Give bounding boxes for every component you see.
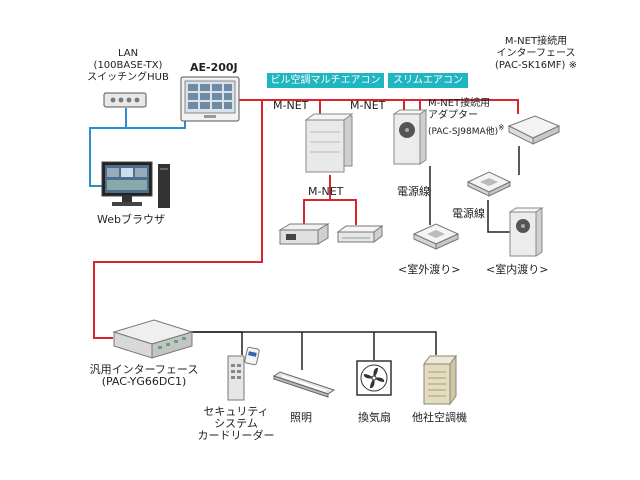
slim-outdoor-unit-icon-2 (508, 206, 544, 262)
mnet-adapter-note-mark: ※ (498, 123, 505, 132)
security-label: セキュリティ システム カードリーダー (196, 406, 276, 442)
slim-outdoor-unit-icon (392, 108, 428, 170)
general-interface-line-2: (PAC-YG66DC1) (101, 375, 187, 388)
security-line-1: セキュリティ (203, 405, 269, 418)
equipment-bus (190, 331, 437, 370)
ceiling-unit-icon (336, 224, 384, 250)
lan-label-line-1: LAN (117, 48, 139, 59)
mnet-interface-line-2: インターフェース (496, 48, 576, 59)
general-interface-label: 汎用インターフェース (PAC-YG66DC1) (74, 364, 214, 388)
ventilation-label: 換気扇 (358, 411, 391, 424)
outdoor-unit-icon (304, 112, 354, 178)
mnet-label-1: M-NET (273, 99, 309, 112)
security-line-2: システム (214, 417, 258, 430)
slim-aircon-tag: スリムエアコン (388, 73, 468, 88)
fan-icon (356, 360, 392, 400)
mnet-interface-label: M-NET接続用 インターフェース (PAC-SK16MF) ※ (476, 36, 596, 72)
mnet-label-2: M-NET (350, 99, 386, 112)
power-line-label-2: 電源線 (452, 207, 485, 220)
mnet-adapter-label: M-NET接続用 アダプター (PAC-SJ98MA他)※ (428, 98, 504, 138)
mnet-adapter-line-2: アダプター (428, 110, 478, 121)
pc-icon (100, 160, 172, 216)
mnet-interface-line-3: (PAC-SK16MF) ※ (494, 60, 578, 71)
controller-icon (180, 76, 240, 126)
lan-label: LAN (100BASE-TX) スイッチングHUB (80, 48, 176, 84)
other-aircon-label: 他社空調機 (412, 411, 467, 424)
building-multi-tag: ビル空調マルチエアコン (267, 73, 384, 88)
security-line-3: カードリーダー (197, 429, 275, 442)
lan-label-line-2: (100BASE-TX) (93, 60, 163, 71)
ducted-unit-icon (278, 222, 330, 250)
power-lines (429, 146, 520, 233)
lan-label-line-3: スイッチングHUB (87, 72, 169, 83)
mnet-adapter-model: (PAC-SJ98MA他) (428, 127, 499, 137)
general-interface-line-1: 汎用インターフェース (89, 363, 199, 376)
ae200j-label: AE-200J (190, 61, 238, 74)
outdoor-delivery-label: <室外渡り> (398, 263, 461, 276)
mnet-label-3: M-NET (308, 185, 344, 198)
power-line-label-1: 電源線 (397, 185, 430, 198)
ceiling-cassette-icon (466, 170, 512, 202)
general-interface-box-icon (110, 318, 194, 366)
ceiling-cassette-icon-2 (412, 222, 460, 256)
light-fixture-icon (272, 370, 336, 402)
mnet-adapter-line-3: (PAC-SJ98MA他)※ (428, 122, 504, 138)
card-reader-icon (222, 344, 262, 406)
mnet-adapter-line-1: M-NET接続用 (428, 98, 491, 109)
mnet-interface-line-1: M-NET接続用 (504, 36, 568, 47)
other-aircon-icon (420, 354, 460, 410)
lan-hub-icon (103, 92, 147, 112)
mnet-interface-box-icon (505, 112, 561, 152)
web-browser-label: Webブラウザ (97, 213, 165, 226)
mnet-lines (93, 99, 519, 339)
lighting-label: 照明 (290, 411, 312, 424)
indoor-delivery-label: <室内渡り> (486, 263, 549, 276)
